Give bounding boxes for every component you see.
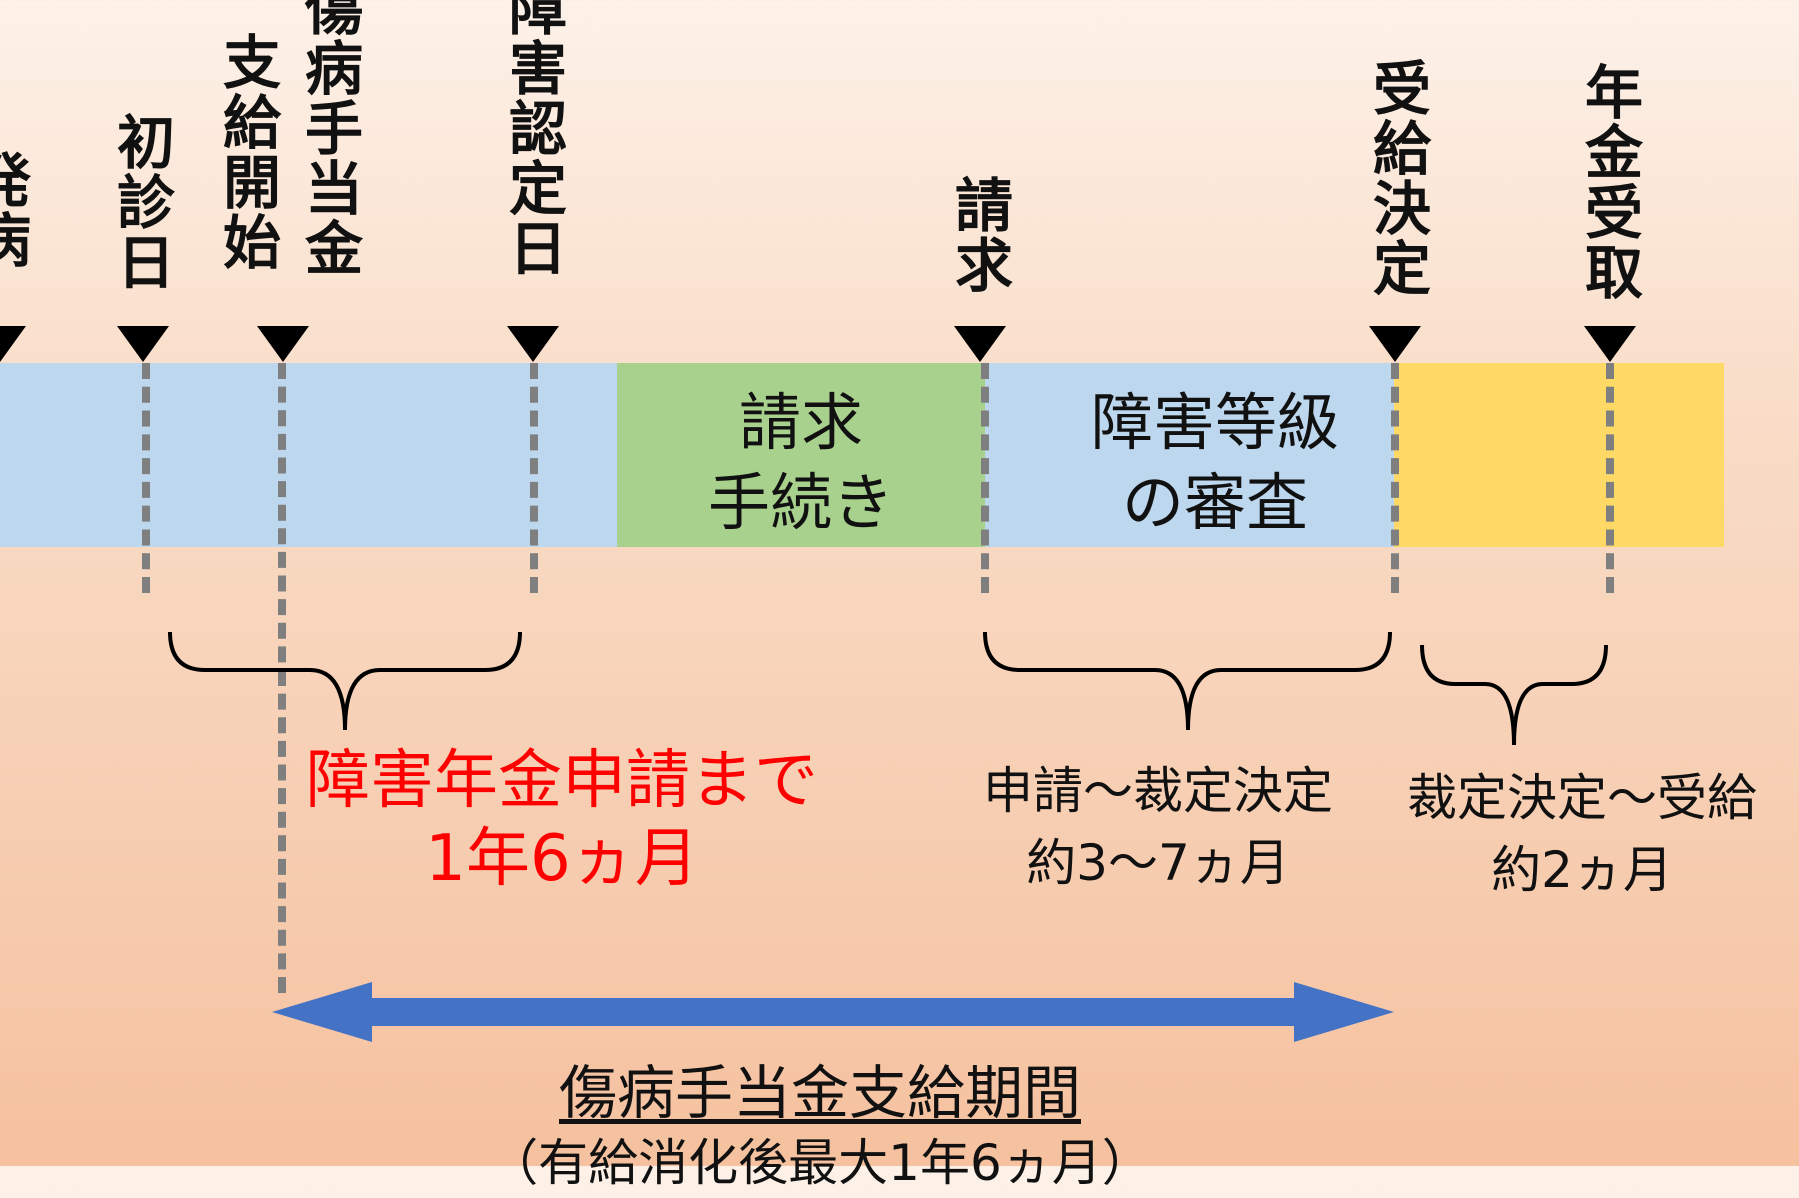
review-text-line1: 障害等級 [1090,386,1339,459]
dash-disability-date [530,363,538,593]
procedure-text-line1: 請求 [738,386,863,459]
review-text: 障害等級 の審査 [1030,383,1400,543]
period-arrow [272,982,1394,1042]
dash-benefit-start [278,363,286,993]
marker-disability-date [507,326,559,362]
caption-decision-to-receipt-line2: 約2ヵ月 [1491,841,1673,899]
caption-application-to-decision: 申請〜裁定決定 約3〜7ヵ月 [948,755,1368,899]
marker-claim [954,326,1006,362]
caption-until-application-line2: 1年6ヵ月 [425,822,699,896]
event-label-cut: 発病 [0,150,31,270]
event-label-disability-date: 障害認定日 [499,0,567,278]
band-claim-procedure [617,363,985,547]
dash-claim [981,363,989,593]
marker-first-visit [117,326,169,362]
brace-until-application [168,631,522,731]
brace-application-to-decision [983,631,1392,731]
caption-until-application-line1: 障害年金申請まで [306,744,818,818]
procedure-text: 請求 手続き [617,383,985,543]
event-label-benefit-start: 支給開始 [213,32,281,272]
band-grade-review [985,363,1394,547]
event-label-sickness-allowance: 傷病手当金 [295,0,363,278]
caption-decision-to-receipt: 裁定決定〜受給 約2ヵ月 [1392,762,1772,906]
marker-cut [0,326,26,362]
caption-decision-to-receipt-line1: 裁定決定〜受給 [1407,769,1757,827]
dash-receipt [1606,363,1614,593]
caption-until-application: 障害年金申請まで 1年6ヵ月 [292,742,832,898]
caption-application-to-decision-line2: 約3〜7ヵ月 [1026,834,1290,892]
review-text-line2: の審査 [1121,466,1308,539]
caption-application-to-decision-line1: 申請〜裁定決定 [983,762,1333,820]
band-after-decision [1394,363,1724,547]
diagram-graphics [168,631,1608,1042]
event-label-claim: 請求 [945,175,1013,295]
marker-decision [1369,326,1421,362]
event-label-decision: 受給決定 [1363,58,1431,298]
procedure-text-line2: 手続き [707,466,894,539]
dash-decision [1391,363,1399,593]
dash-first-visit [142,363,150,593]
event-label-receipt: 年金受取 [1575,62,1643,302]
band-pre-claim [0,363,617,547]
brace-decision-to-receipt [1420,644,1608,746]
marker-benefit-start [257,326,309,362]
marker-receipt [1584,326,1636,362]
event-label-first-visit: 初診日 [107,112,175,292]
period-title: 傷病手当金支給期間 [558,1059,1081,1127]
period-note: （有給消化後最大1年6ヵ月） [488,1134,1152,1192]
